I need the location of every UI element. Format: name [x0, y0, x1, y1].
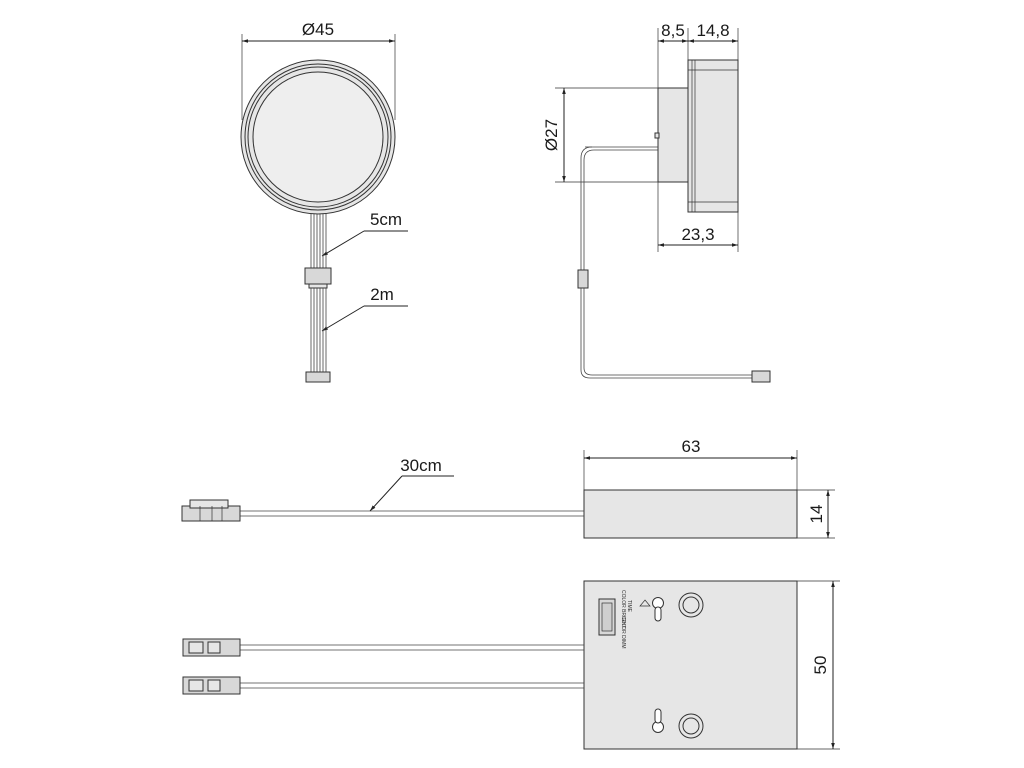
side-cable-connector	[577, 269, 589, 289]
screw-hole-top	[678, 592, 704, 618]
light-ring-2	[244, 63, 392, 211]
leader-2m	[321, 305, 365, 332]
warning-icon	[639, 599, 651, 607]
switch-cable-label: 30cm	[400, 456, 442, 475]
switch-depth-label: 50	[811, 656, 830, 675]
light-head	[687, 59, 739, 213]
print-color-bright: COLOR BRIGHT	[620, 590, 626, 628]
keyhole-mount-top	[652, 597, 664, 622]
leader-5cm	[321, 230, 365, 257]
total-depth-label: 23,3	[681, 225, 714, 244]
light-front-view: Ø45 5cm	[240, 20, 408, 383]
light-ring-3	[247, 66, 389, 208]
light-side-view: 8,5 14,8 Ø27 23,3	[542, 21, 771, 383]
leader-30cm	[369, 475, 403, 512]
print-color-dimm: COLOR DIMM	[620, 616, 626, 649]
cable-short-label: 5cm	[370, 210, 402, 229]
depth-a-label: 8,5	[661, 21, 685, 40]
switch-front-view: 50 TIME COLOR BRIGHT COLOR DIMM	[182, 580, 840, 750]
cable-connector	[304, 267, 332, 285]
screw-hole-bottom	[678, 713, 704, 739]
cable-long-label: 2m	[370, 285, 394, 304]
side-cable-lower	[580, 288, 752, 379]
switch-height-label: 14	[807, 505, 826, 524]
side-cable-upper	[580, 146, 658, 270]
short-cable	[310, 214, 327, 268]
end-plug	[305, 371, 331, 383]
keyhole-mount-bottom	[652, 708, 664, 733]
switch-body-top	[583, 489, 798, 539]
switch-slot-inner	[601, 602, 613, 632]
depth-b-label: 14,8	[696, 21, 729, 40]
side-cable-plug	[751, 370, 771, 383]
cable-exit	[654, 132, 660, 139]
switch-connector-2	[182, 676, 241, 695]
switch-connector-1	[182, 638, 241, 657]
light-base	[657, 87, 689, 183]
side-diameter-label: Ø27	[542, 119, 561, 151]
print-time: TIME	[626, 600, 632, 613]
switch-connector	[181, 499, 241, 522]
cable-connector-pins	[308, 283, 328, 289]
switch-top-view: 63 14 30cm	[181, 437, 835, 539]
switch-width-label: 63	[682, 437, 701, 456]
diameter-label: Ø45	[302, 20, 334, 39]
light-lens	[252, 71, 384, 203]
